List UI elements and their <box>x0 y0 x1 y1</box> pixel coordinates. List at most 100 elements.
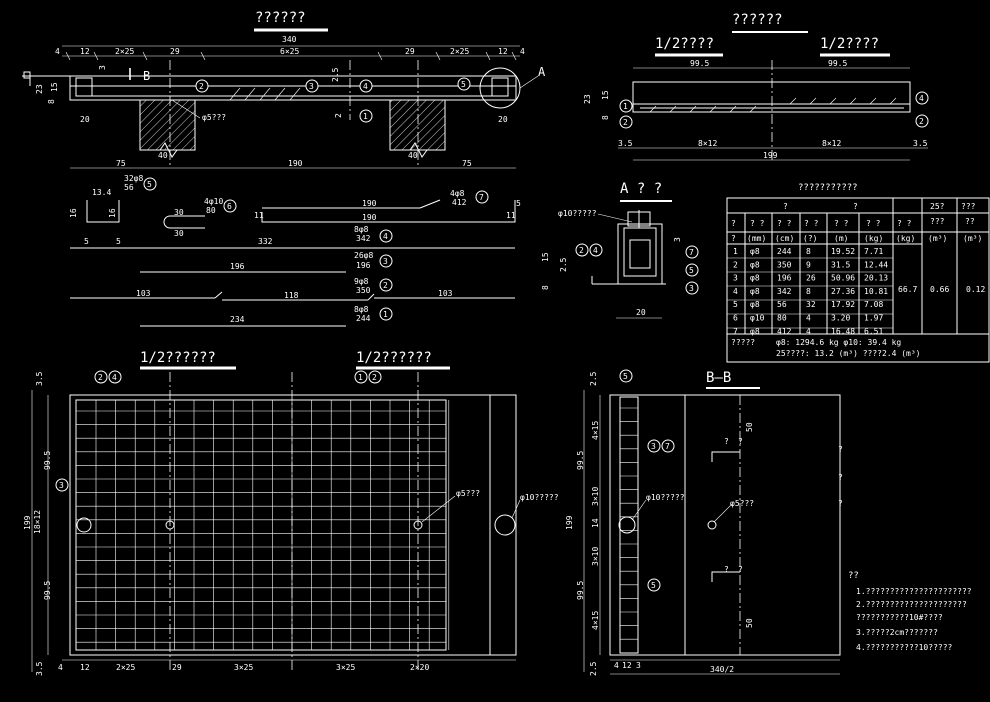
dim-seg-8: 4 <box>520 47 525 56</box>
marker-b3: 3 <box>383 257 388 266</box>
bb-mark-0: ? <box>724 437 729 446</box>
b7-5: 5 <box>516 199 521 208</box>
table-cell: 4 <box>806 327 811 336</box>
marker-sa3: 3 <box>689 284 694 293</box>
table-cell: 26 <box>806 274 816 283</box>
bb-b-0: 4 <box>614 661 619 670</box>
dim-overall: 340 <box>282 35 297 44</box>
plan-v-3-5b: 3.5 <box>35 661 44 676</box>
title-top-right: ?????? <box>732 12 783 28</box>
table-footer-label: ????? <box>731 338 755 347</box>
marker-sa5: 5 <box>689 266 694 275</box>
table-cell: 8 <box>806 247 811 256</box>
bb-50a: 50 <box>745 422 754 432</box>
table-cell: 6 <box>733 314 738 323</box>
table-cell: φ8 <box>750 260 760 269</box>
marker-1: 1 <box>363 112 368 121</box>
b1-234: 234 <box>230 315 245 324</box>
sa-2-5: 2.5 <box>559 257 568 272</box>
bb-v-3: 3×10 <box>591 487 600 506</box>
th-sub-6: ? ? <box>897 219 912 228</box>
table-cell: 1.97 <box>864 314 883 323</box>
table-cell: φ8 <box>750 274 760 283</box>
table-cell: 7.08 <box>864 300 883 309</box>
title-top-left: ?????? <box>255 10 306 26</box>
dim-seg-4: 6×25 <box>280 47 299 56</box>
marker-b2: 2 <box>383 281 388 290</box>
merged-other: 0.12 <box>966 285 985 294</box>
b6-count: 4φ10 <box>204 197 223 206</box>
th-group-3: ??? <box>961 202 976 211</box>
label-a: A <box>538 65 546 79</box>
b6-30b: 30 <box>174 229 184 238</box>
rvdim-8: 8 <box>601 115 610 120</box>
table-cell: 196 <box>777 274 792 283</box>
b7-count: 4φ8 <box>450 189 465 198</box>
dim-seg-7: 12 <box>498 47 508 56</box>
table-footer-2: 25????: 13.2 (m³) ????2.4 (m³) <box>776 349 921 358</box>
sa-20: 20 <box>636 308 646 317</box>
table-cell: 32 <box>806 300 816 309</box>
b2-103a: 103 <box>136 289 151 298</box>
b5-len: 56 <box>124 183 134 192</box>
table-cell: φ10 <box>750 314 765 323</box>
b3-count: 26φ8 <box>354 251 373 260</box>
dim-8x12-right: 8×12 <box>822 139 841 148</box>
table-title: ??????????? <box>798 183 858 193</box>
marker-bb5b: 5 <box>651 581 656 590</box>
th-unit-7: (m³) <box>928 234 947 243</box>
marker-p4: 4 <box>112 373 117 382</box>
bb-mark-6: ? <box>838 499 843 508</box>
note-3: 3.?????2cm??????? <box>856 628 938 637</box>
table-cell: 6.51 <box>864 327 883 336</box>
table-cell: 3 <box>733 274 738 283</box>
marker-p2b: 2 <box>372 373 377 382</box>
marker-p3: 3 <box>59 481 64 490</box>
b5-e1: 5 <box>84 237 89 246</box>
note-1: 1.?????????????????????? <box>856 587 972 596</box>
marker-r4: 4 <box>919 94 924 103</box>
table-cell: 10.81 <box>864 287 888 296</box>
plan-v-3-5a: 3.5 <box>35 371 44 386</box>
b2-118: 118 <box>284 291 299 300</box>
table-cell: 17.92 <box>831 300 855 309</box>
dim-3-5-right: 3.5 <box>913 139 928 148</box>
table-footer-1: φ8: 1294.6 kg φ10: 39.4 kg <box>776 338 901 347</box>
th-sub-7: ??? <box>930 217 945 226</box>
marker-5: 5 <box>461 80 466 89</box>
bb-mark-3: ? <box>738 565 743 574</box>
title-half-right-top: 1/2???? <box>820 36 879 52</box>
bb-v-5: 199 <box>565 515 574 530</box>
bb-phi10: φ10????? <box>646 493 685 502</box>
b7-len: 412 <box>452 198 467 207</box>
vdim-8: 8 <box>47 99 56 104</box>
cross-section-view: ?????? 1/2???? 1/2???? 99.5 99.5 23 15 8… <box>583 12 929 161</box>
plan-phi10: φ10????? <box>520 493 559 502</box>
b4-332: 332 <box>258 237 273 246</box>
title-half-left-mid: 1/2?????? <box>140 350 216 366</box>
table-cell: 50.96 <box>831 274 855 283</box>
bb-v-0: 2.5 <box>589 371 598 386</box>
table-cell: 342 <box>777 287 792 296</box>
b5-w: 13.4 <box>92 188 111 197</box>
b7-190a: 190 <box>362 199 377 208</box>
marker-4: 4 <box>363 82 368 91</box>
marker-bb3: 3 <box>651 442 656 451</box>
plan-b-1: 12 <box>80 663 90 672</box>
b7-11a: 11 <box>254 211 264 220</box>
sa-3: 3 <box>673 237 682 242</box>
plan-b-5: 3×25 <box>336 663 355 672</box>
table-cell: 4 <box>733 287 738 296</box>
title-half-left-top: 1/2???? <box>655 36 714 52</box>
title-half-right-mid: 1/2?????? <box>356 350 432 366</box>
dim-3-5-left: 3.5 <box>618 139 633 148</box>
b7-11b: 11 <box>506 211 516 220</box>
table-cell: 7 <box>733 327 738 336</box>
marker-sa2: 2 <box>579 246 584 255</box>
b2-len: 350 <box>356 286 371 295</box>
dim-bot-75a: 75 <box>116 159 126 168</box>
th-unit-5: (kg) <box>864 234 883 243</box>
title-section-bb: B—B <box>706 370 731 386</box>
th-sub-3: ? ? <box>804 219 819 228</box>
